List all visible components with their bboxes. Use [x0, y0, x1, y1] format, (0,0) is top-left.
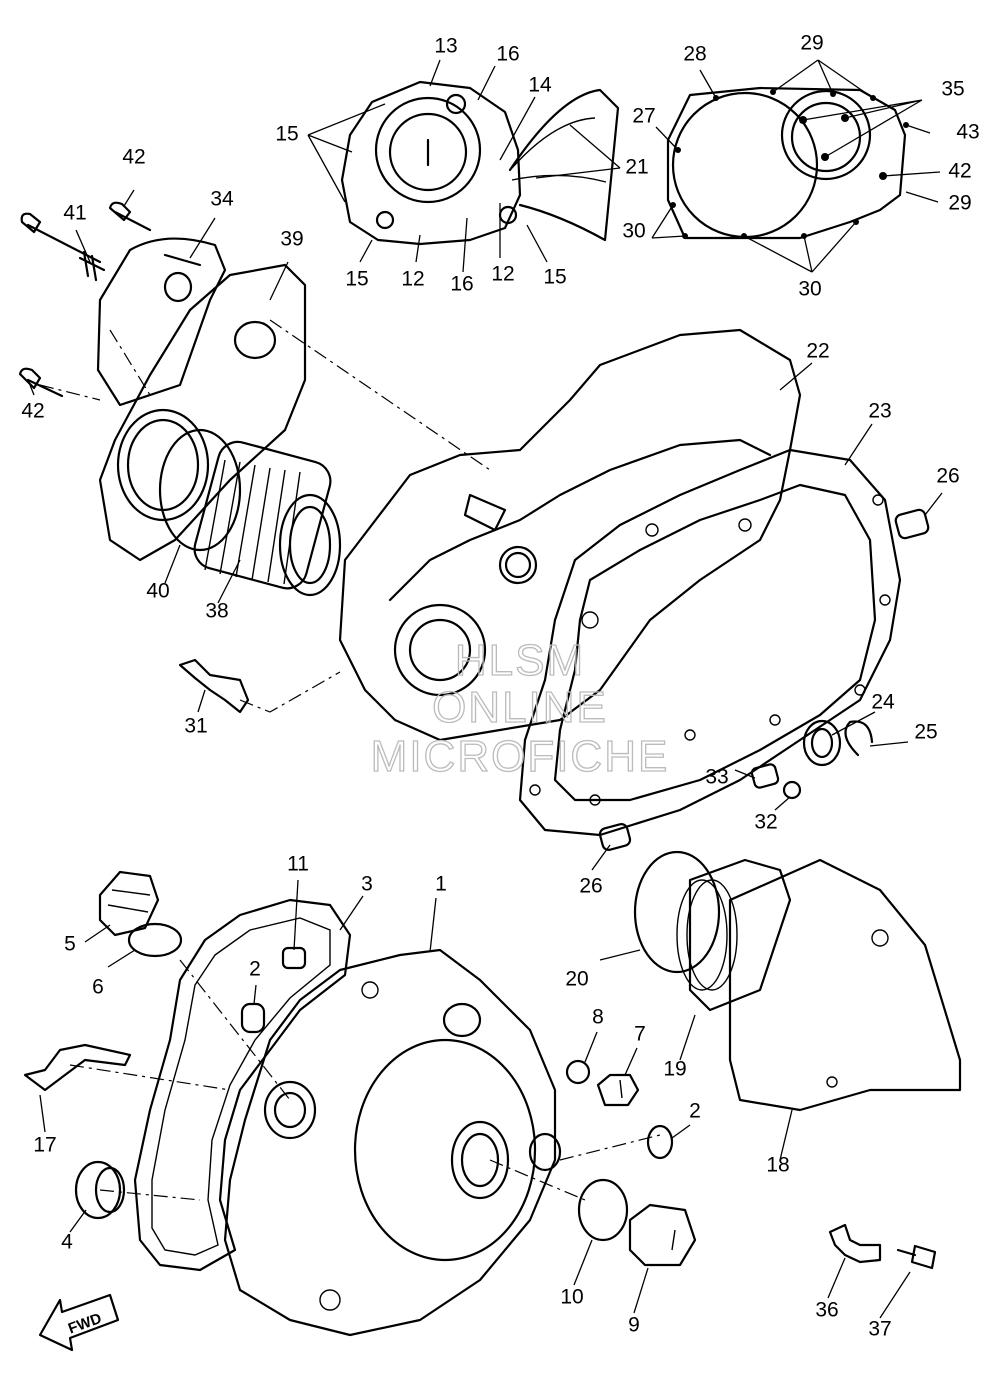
callout-6: 6	[92, 976, 104, 999]
callout-37: 37	[868, 1318, 891, 1341]
watermark-line-1: HLSM	[455, 636, 585, 685]
callout-labels: 13 16 14 15 21 15 12 16 12 15 28 29 35 2…	[21, 32, 979, 1341]
callout-28: 28	[683, 43, 706, 66]
callout-42: 42	[948, 160, 971, 183]
callout-12: 12	[401, 268, 424, 291]
watermark: HLSM ONLINE MICROFICHE	[370, 635, 670, 781]
callout-26: 26	[579, 875, 602, 898]
callout-17: 17	[33, 1134, 56, 1157]
callout-9: 9	[628, 1314, 640, 1337]
callout-23: 23	[868, 400, 891, 423]
callout-4: 4	[61, 1231, 73, 1254]
callout-31: 31	[184, 715, 207, 738]
small-parts-lower-right	[828, 1223, 937, 1270]
callout-30: 30	[798, 278, 821, 301]
callout-16: 16	[450, 273, 473, 296]
callout-32: 32	[754, 811, 777, 834]
callout-18: 18	[766, 1154, 789, 1177]
leader-lines	[29, 59, 943, 1319]
dowels-seals	[178, 508, 930, 852]
callout-27: 27	[632, 105, 655, 128]
callout-5: 5	[64, 933, 76, 956]
callout-13: 13	[434, 35, 457, 58]
callout-12: 12	[491, 263, 514, 286]
callout-34: 34	[210, 188, 234, 211]
callout-21: 21	[625, 156, 648, 179]
callout-38: 38	[205, 600, 228, 623]
main-cover-gasket	[133, 898, 352, 1272]
callout-42: 42	[122, 146, 145, 169]
callout-7: 7	[634, 1023, 646, 1046]
callout-43: 43	[956, 121, 979, 144]
callout-25: 25	[914, 721, 937, 744]
small-parts-lower-left	[23, 870, 307, 1220]
clutch-cover-gasket	[666, 86, 909, 240]
callout-20: 20	[565, 968, 588, 991]
callout-29: 29	[948, 192, 971, 215]
crankcase-cover	[338, 328, 802, 742]
magneto-cover	[633, 850, 962, 1112]
callout-36: 36	[815, 1299, 838, 1322]
oil-filter-assembly	[18, 201, 342, 597]
callout-42: 42	[21, 400, 44, 423]
callout-33: 33	[705, 766, 728, 789]
callout-29: 29	[800, 32, 823, 55]
callout-35: 35	[941, 78, 964, 101]
watermark-line-3: MICROFICHE	[371, 732, 670, 781]
callout-30: 30	[622, 220, 645, 243]
callout-26: 26	[936, 465, 959, 488]
callout-40: 40	[146, 580, 169, 603]
small-generator-cover	[340, 80, 620, 246]
callout-39: 39	[280, 228, 303, 251]
callout-41: 41	[63, 202, 86, 225]
callout-1: 1	[435, 873, 447, 896]
callout-24: 24	[871, 691, 895, 714]
callout-22: 22	[806, 340, 829, 363]
callout-8: 8	[592, 1006, 604, 1029]
plugs-orings	[489, 1059, 697, 1267]
callout-19: 19	[663, 1058, 686, 1081]
callout-14: 14	[528, 74, 552, 97]
callout-15: 15	[543, 266, 566, 289]
callout-16: 16	[496, 43, 519, 66]
main-cover	[223, 948, 562, 1337]
callout-2: 2	[689, 1100, 701, 1123]
callout-3: 3	[361, 873, 373, 896]
callout-15: 15	[275, 123, 298, 146]
callout-11: 11	[287, 853, 309, 876]
crankcase-gasket	[518, 448, 902, 837]
callout-10: 10	[560, 1286, 583, 1309]
callout-15: 15	[345, 268, 368, 291]
fwd-arrow: FWD	[38, 1293, 120, 1352]
watermark-line-2: ONLINE	[432, 683, 608, 732]
callout-2: 2	[249, 958, 261, 981]
